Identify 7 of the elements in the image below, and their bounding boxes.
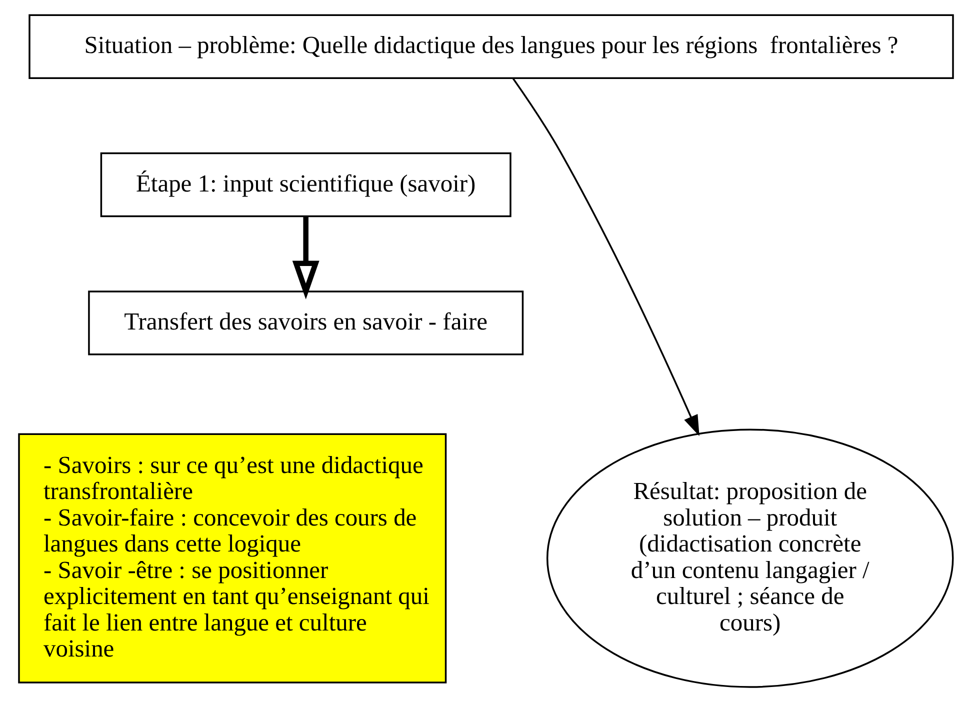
node-box: Transfert des savoirs en savoir - faire (88, 290, 524, 356)
arrow (512, 78, 699, 436)
node-box: Étape 1: input scientifique (savoir) (100, 152, 511, 218)
node-box: - Savoirs : sur ce qu’est une didactique transfrontalière - Savoir-faire : concevoir des cours de langues dans cette logique - Savoir -être : se positionner explicitement en tant qu’enseignant qui fait le lien entre langue et culture voisine (18, 433, 446, 684)
node-box: Situation – problème: Quelle didactique des langues pour les régions frontalières ? (28, 14, 954, 79)
node-ellipse: Résultat: proposition de solution – produit (didactisation concrète d’un contenu langagier / culturel ; séance de cours) (546, 428, 954, 688)
arrow (292, 216, 319, 300)
